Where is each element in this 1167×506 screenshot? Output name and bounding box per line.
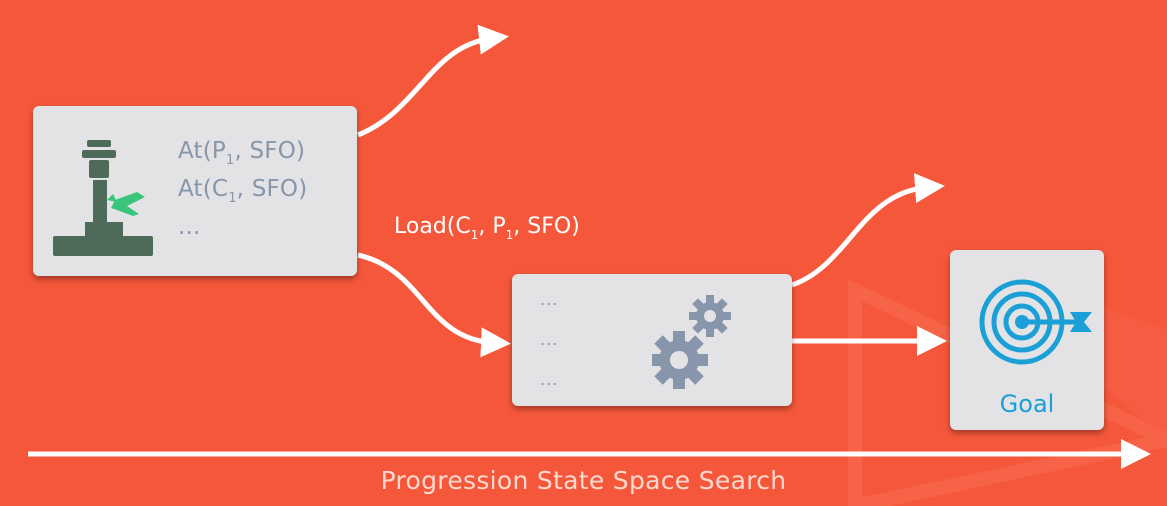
state-fact-ellipsis: ... (178, 214, 201, 240)
state-ellipsis: ... (540, 330, 559, 349)
action-label: Load(C1, P1, SFO) (394, 214, 580, 242)
airport-tower-with-plane-icon (53, 140, 153, 256)
gears-icon (652, 295, 731, 389)
goal-label: Goal (999, 390, 1055, 418)
goal-state-card: Goal (950, 250, 1104, 430)
state-fact-plane-at-sfo: At(P1, SFO) (178, 138, 306, 168)
successor-state-card: ... ... ... (512, 274, 792, 406)
diagram-caption: Progression State Space Search (380, 466, 787, 495)
state-ellipsis: ... (540, 370, 559, 389)
target-icon (979, 279, 1092, 365)
initial-state-card: At(P1, SFO) At(C1, SFO) ... (33, 106, 357, 276)
state-fact-cargo-at-sfo: At(C1, SFO) (178, 176, 308, 206)
state-ellipsis: ... (540, 290, 559, 309)
